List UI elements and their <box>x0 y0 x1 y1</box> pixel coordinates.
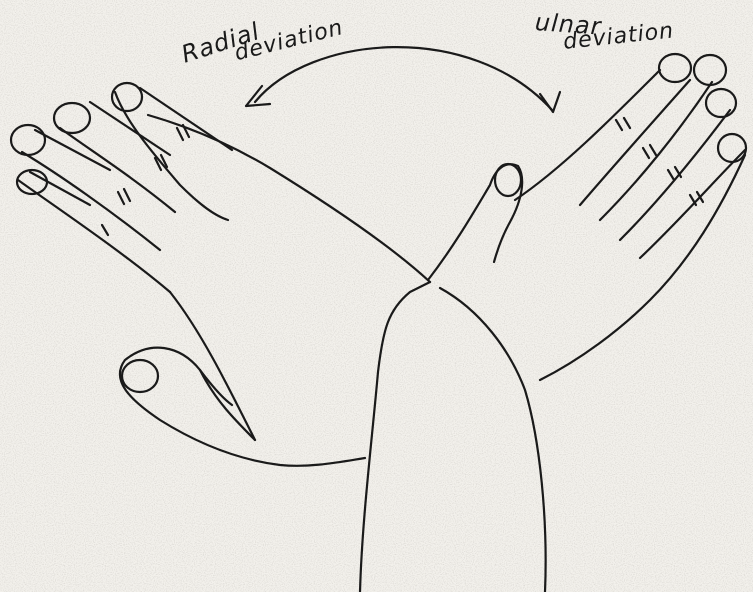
right-fingernail-little <box>718 134 746 162</box>
curved-double-arrow-icon <box>246 47 560 112</box>
hand-ulnar-deviation-icon <box>428 54 746 380</box>
fingernail-middle <box>54 103 90 133</box>
right-thumbnail <box>495 164 521 196</box>
thumbnail <box>122 360 158 392</box>
hand-radial-deviation-icon <box>11 83 546 592</box>
fingernail-index <box>112 83 142 111</box>
fingernail-ring <box>11 125 45 155</box>
right-fingernail-middle <box>694 55 726 85</box>
right-fingernail-index <box>659 54 691 82</box>
fingernail-little <box>17 170 47 194</box>
right-fingernail-ring <box>706 89 736 117</box>
